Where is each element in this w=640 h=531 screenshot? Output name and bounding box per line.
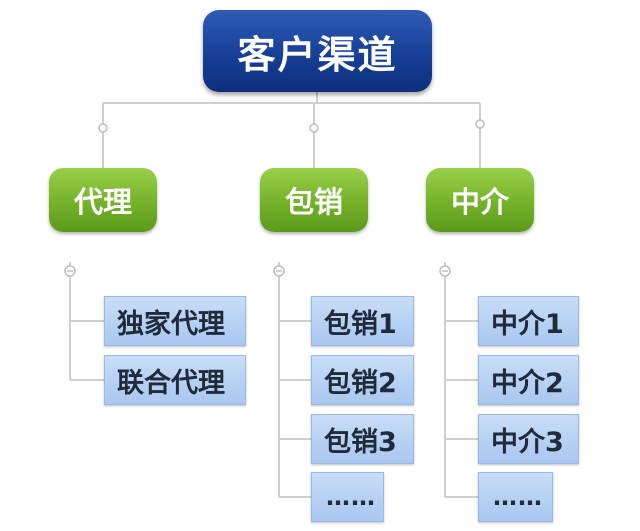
branch-node-intermediary: 中介	[426, 168, 534, 232]
leaf-node: 中介1	[478, 296, 579, 346]
leaf-node: 包销1	[311, 296, 414, 346]
leaf-node: 中介3	[478, 414, 579, 464]
leaf-node: 独家代理	[104, 296, 246, 346]
leaf-node: 中介2	[478, 355, 579, 405]
branch-node-exclusive-sales: 包销	[260, 168, 368, 232]
collapse-toggle-icon	[475, 119, 485, 129]
leaf-node-ellipsis: ……	[478, 472, 553, 522]
collapse-toggle-icon	[309, 123, 319, 133]
leaf-node-ellipsis: ……	[311, 472, 384, 522]
leaf-node: 包销3	[311, 414, 414, 464]
leaf-node: 包销2	[311, 355, 414, 405]
collapse-toggle-icon	[98, 123, 108, 133]
leaf-node: 联合代理	[104, 355, 246, 405]
branch-node-agency: 代理	[49, 168, 157, 232]
root-node: 客户渠道	[203, 10, 432, 92]
